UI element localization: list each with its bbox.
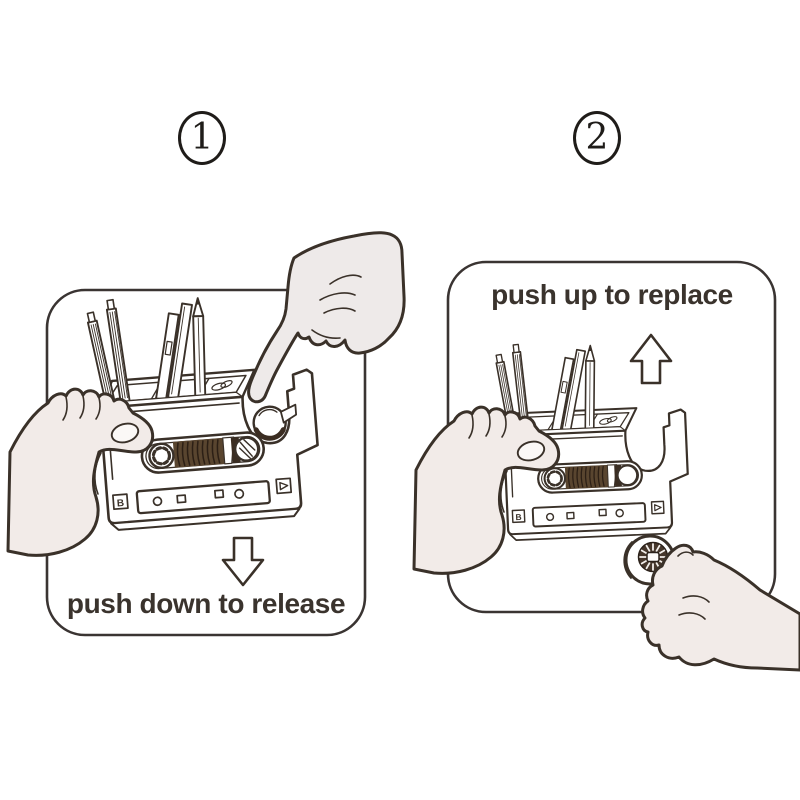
step-2-caption: push up to replace xyxy=(491,279,733,310)
step-1-number: 1 xyxy=(190,117,214,158)
step-1-badge: 1 xyxy=(178,111,226,165)
step-1-caption: push down to release xyxy=(66,588,346,619)
step-2-badge: 2 xyxy=(573,111,621,165)
pushing-hand xyxy=(640,543,800,672)
right-spool-tape xyxy=(238,439,256,460)
cassette-step-1 xyxy=(83,282,325,533)
up-arrow-icon xyxy=(629,333,673,385)
down-arrow-icon xyxy=(221,536,265,587)
pointing-hand xyxy=(247,231,406,404)
tape-roll-in-slot xyxy=(252,403,298,441)
step-2-number: 2 xyxy=(585,117,609,158)
